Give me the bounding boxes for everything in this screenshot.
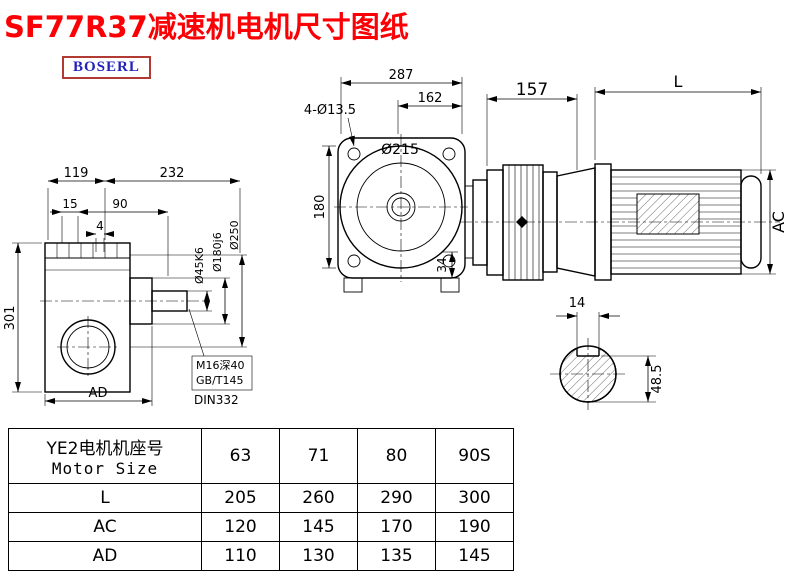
value-cell: 205	[201, 483, 280, 513]
label-outer-dia: Ø250	[228, 220, 241, 250]
dim-287: 287	[389, 68, 414, 83]
dim-119: 119	[64, 166, 89, 181]
front-view-dimensions: 287 162 4-Ø13.5 Ø215 180 34	[304, 68, 463, 279]
dim-34: 34	[435, 257, 449, 272]
table-row: AD 110 130 135 145	[8, 541, 514, 571]
note-thread: M16深40	[196, 359, 245, 372]
left-view-shaft-labels: Ø45K6 Ø180j6 Ø250	[130, 220, 247, 348]
dim-AC: AC	[769, 211, 788, 233]
dim-232: 232	[160, 166, 185, 181]
brand-logo: BOSERL	[62, 56, 151, 79]
note-standard-gb: GB/T145	[196, 374, 244, 387]
table-header-row: YE2电机机座号 Motor Size 63 71 80 90S	[8, 428, 514, 484]
dim-ad: AD	[89, 386, 108, 401]
value-cell: 290	[357, 483, 436, 513]
value-cell: 145	[435, 541, 514, 571]
label-d215: Ø215	[381, 142, 419, 158]
dim-90: 90	[112, 197, 127, 211]
size-63: 63	[201, 428, 280, 484]
table-row: AC 120 145 170 190	[8, 512, 514, 542]
dim-15: 15	[62, 197, 77, 211]
label-flange-dia: Ø180j6	[211, 232, 224, 272]
table-row: L 205 260 290 300	[8, 483, 514, 513]
motor-assembly	[460, 163, 780, 281]
value-cell: 190	[435, 512, 514, 542]
dim-L: L	[674, 72, 683, 91]
header-en: Motor Size	[51, 459, 159, 478]
terminal-box	[636, 193, 700, 235]
value-cell: 300	[435, 483, 514, 513]
row-label-AC: AC	[8, 512, 202, 542]
dim-4: 4	[96, 219, 104, 233]
value-cell: 260	[279, 483, 358, 513]
shaft-end-view: 14 48.5	[550, 296, 665, 410]
size-71: 71	[279, 428, 358, 484]
label-shaft-dia: Ø45K6	[193, 247, 206, 284]
motor-dimensions: 157 L AC	[486, 72, 788, 275]
motor-size-table: YE2电机机座号 Motor Size 63 71 80 90S L 205 2…	[8, 428, 514, 571]
page-title: SF77R37减速机电机尺寸图纸	[4, 10, 409, 44]
table-header-cell: YE2电机机座号 Motor Size	[8, 428, 202, 484]
size-80: 80	[357, 428, 436, 484]
dim-48-5: 48.5	[650, 365, 665, 394]
dim-180: 180	[313, 195, 328, 220]
left-view-dimensions: 119 232 15 90 4 301 AD	[3, 166, 241, 406]
dim-301: 301	[3, 306, 18, 331]
value-cell: 120	[201, 512, 280, 542]
value-cell: 110	[201, 541, 280, 571]
value-cell: 145	[279, 512, 358, 542]
value-cell: 130	[279, 541, 358, 571]
size-90s: 90S	[435, 428, 514, 484]
centerline-diamond	[516, 216, 528, 228]
value-cell: 135	[357, 541, 436, 571]
left-view-note: M16深40 GB/T145 DIN332	[188, 308, 253, 407]
row-label-L: L	[8, 483, 202, 513]
row-label-AD: AD	[8, 541, 202, 571]
value-cell: 170	[357, 512, 436, 542]
left-view-housing	[40, 242, 205, 393]
dim-157: 157	[516, 80, 548, 100]
header-cn: YE2电机机座号	[46, 439, 164, 459]
dim-14: 14	[569, 296, 586, 311]
note-standard-din: DIN332	[194, 393, 239, 407]
dim-162: 162	[418, 91, 443, 106]
label-bolt-holes: 4-Ø13.5	[304, 103, 356, 118]
